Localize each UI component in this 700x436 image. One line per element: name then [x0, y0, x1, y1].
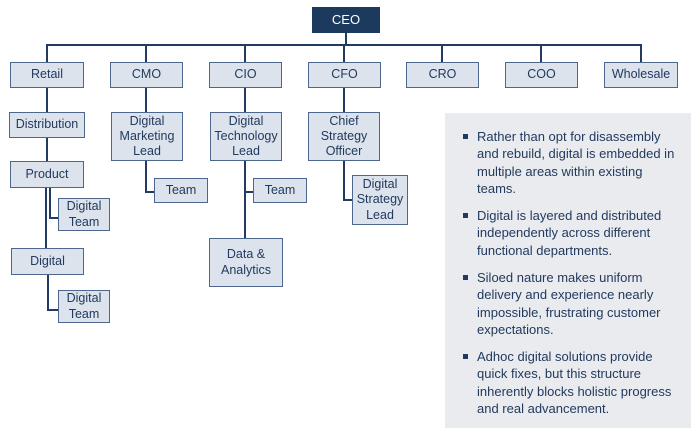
- note-text: Siloed nature makes uniform delivery and…: [477, 269, 661, 337]
- org-node-digital: Digital: [11, 248, 84, 275]
- org-node-cmo: CMO: [110, 62, 183, 88]
- list-item: Siloed nature makes uniform delivery and…: [459, 269, 675, 338]
- bullet-icon: [463, 274, 468, 280]
- org-node-digital-technology-lead: Digital Technology Lead: [210, 112, 282, 161]
- list-item: Rather than opt for disassembly and rebu…: [459, 128, 675, 197]
- list-item: Adhoc digital solutions provide quick fi…: [459, 348, 675, 417]
- org-node-digital-team-2: Digital Team: [58, 290, 110, 323]
- bullet-icon: [463, 354, 468, 360]
- note-text: Adhoc digital solutions provide quick fi…: [477, 349, 672, 416]
- org-node-cfo: CFO: [308, 62, 381, 88]
- org-node-product: Product: [10, 161, 84, 188]
- org-node-wholesale: Wholesale: [604, 62, 678, 88]
- bullet-icon: [463, 134, 468, 139]
- org-node-data-analytics: Data & Analytics: [209, 238, 283, 287]
- org-node-distribution: Distribution: [9, 112, 85, 138]
- note-text: Digital is layered and distributed indep…: [477, 208, 662, 258]
- note-text: Rather than opt for disassembly and rebu…: [477, 129, 675, 196]
- org-node-cio: CIO: [209, 62, 282, 88]
- notes-list: Rather than opt for disassembly and rebu…: [459, 128, 675, 417]
- org-node-chief-strategy-officer: Chief Strategy Officer: [308, 112, 380, 161]
- list-item: Digital is layered and distributed indep…: [459, 207, 675, 259]
- org-node-digital-team-1: Digital Team: [58, 198, 110, 231]
- org-node-coo: COO: [505, 62, 578, 88]
- org-node-ceo: CEO: [312, 7, 380, 33]
- org-node-cmo-team: Team: [154, 178, 208, 203]
- notes-panel: Rather than opt for disassembly and rebu…: [445, 113, 691, 428]
- org-node-digital-marketing-lead: Digital Marketing Lead: [111, 112, 183, 161]
- org-node-cro: CRO: [406, 62, 479, 88]
- org-node-digital-strategy-lead: Digital Strategy Lead: [352, 175, 408, 225]
- org-node-retail: Retail: [10, 62, 84, 88]
- org-node-cio-team: Team: [253, 178, 307, 203]
- bullet-icon: [463, 213, 468, 219]
